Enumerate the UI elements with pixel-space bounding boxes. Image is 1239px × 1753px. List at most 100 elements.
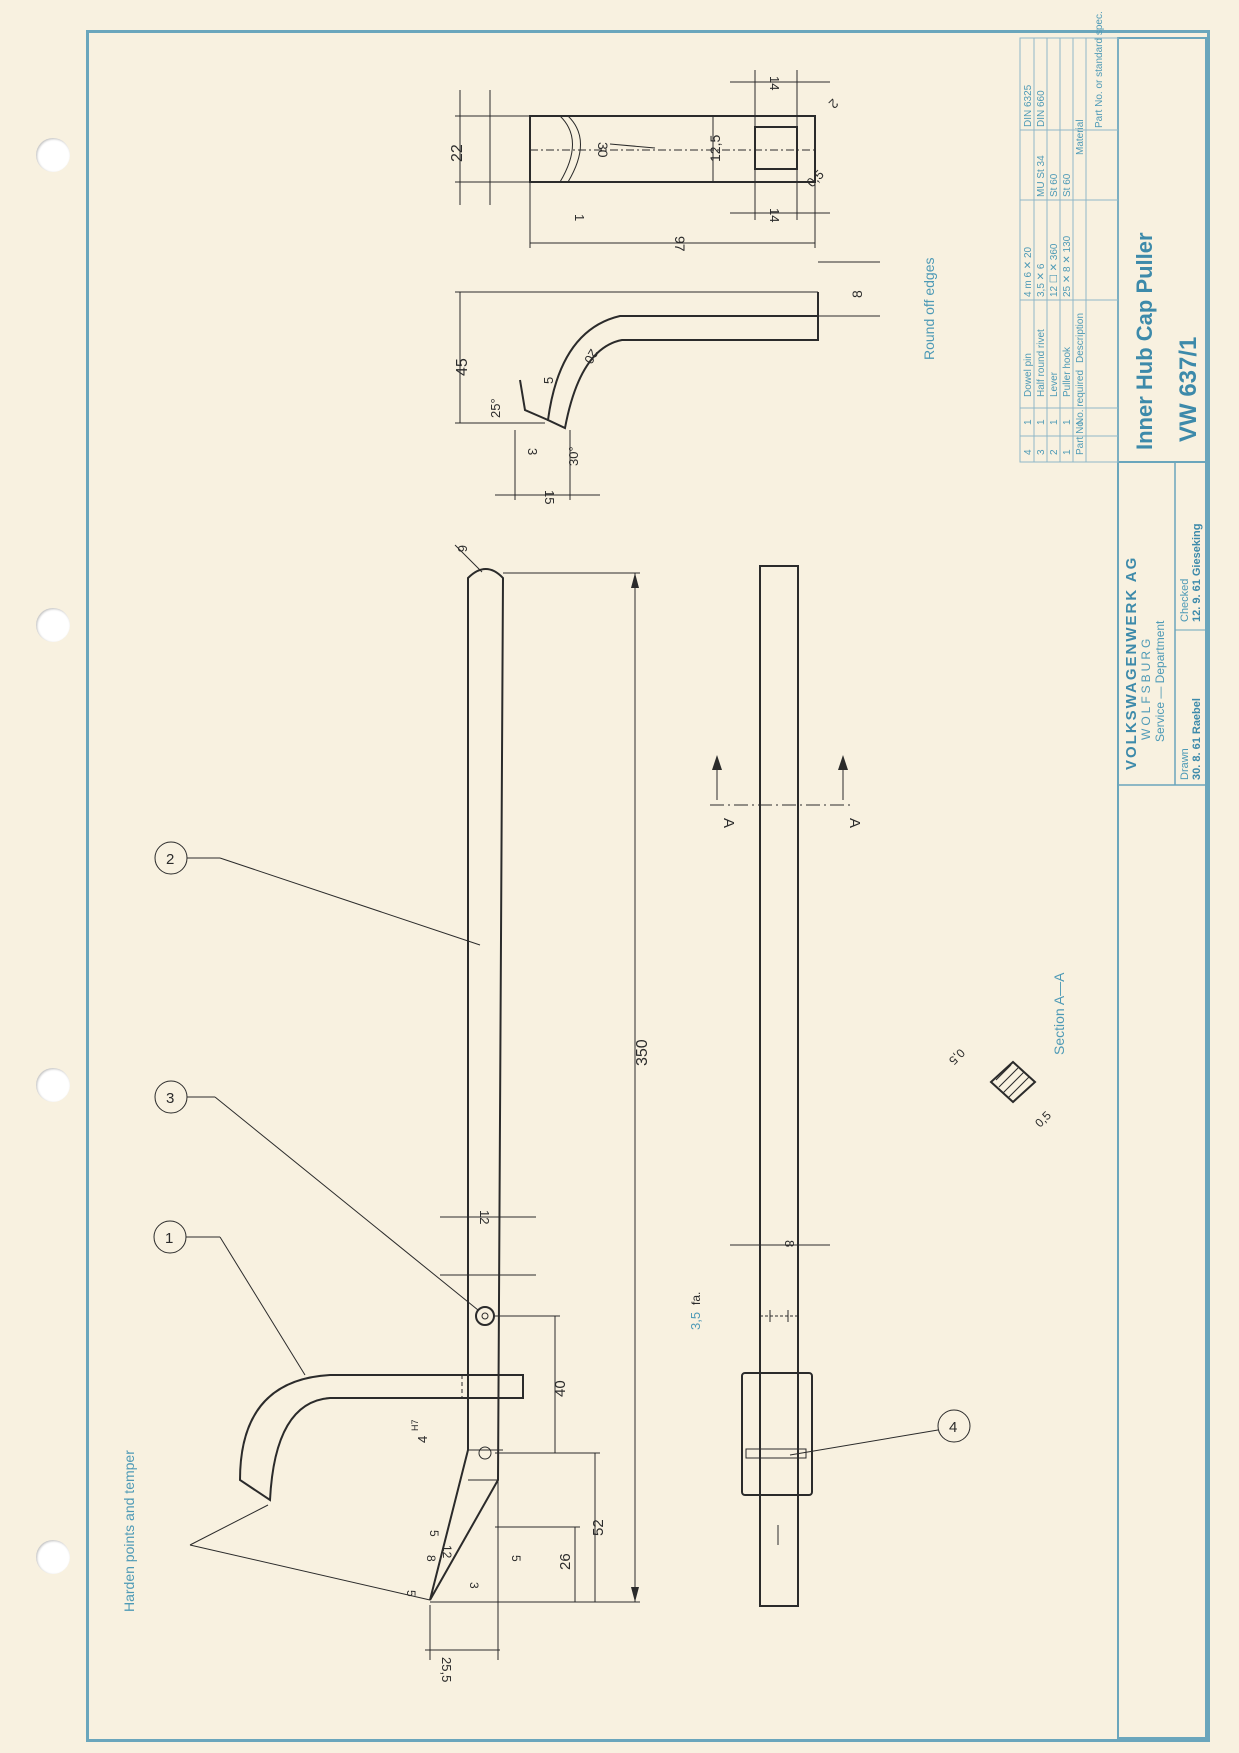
drawing-number: VW 637/1: [1175, 337, 1202, 442]
dim-25-5: 25,5: [439, 1657, 454, 1682]
header-part-no: Part No.: [1075, 418, 1086, 455]
dim-15: 15: [542, 490, 557, 504]
checked-label: Checked: [1179, 579, 1191, 622]
balloon-1: 1: [153, 1220, 306, 1376]
part-no: 1: [1062, 449, 1073, 455]
dim-8-hook: 8: [849, 290, 865, 298]
header-no-required: No. required: [1075, 370, 1086, 425]
part-size: 4 m 6 ✕ 20: [1023, 246, 1034, 297]
part-desc: Dowel pin: [1023, 353, 1034, 397]
part-size: 12 ☐ ✕ 360: [1049, 243, 1060, 297]
part-material: MU St 34: [1036, 155, 1047, 197]
part-no: 3: [1036, 449, 1047, 455]
dim-r0-5-b: 0,5: [1032, 1108, 1054, 1130]
company-name: VOLKSWAGENWERK AG: [1123, 556, 1140, 770]
dim-14-a: 14: [767, 76, 782, 90]
section-detail: [989, 1060, 1037, 1104]
parts-row-3: 3 1 Half round rivet 3,5 ✕ 6 MU St 34 DI…: [1036, 90, 1047, 455]
end-view: [455, 70, 830, 248]
dim-12: 12: [477, 1210, 492, 1224]
dim-5-b: 5: [404, 1590, 418, 1597]
dim-r1: 1: [572, 214, 587, 221]
part-material: St 60: [1062, 173, 1073, 197]
hook-detail: [455, 261, 880, 500]
balloon-4: 4: [789, 1409, 971, 1456]
svg-text:1: 1: [165, 1230, 173, 1247]
drawing-title: Inner Hub Cap Puller: [1132, 232, 1157, 450]
part-qty: 1: [1036, 419, 1047, 425]
section-label: Section A—A: [1051, 972, 1067, 1055]
parts-row-4: 4 1 Dowel pin 4 m 6 ✕ 20 DIN 6325: [1023, 84, 1034, 455]
punch-hole-2: [36, 608, 70, 642]
dim-26: 26: [557, 1553, 574, 1570]
part-qty: 1: [1049, 419, 1060, 425]
harden-note: Harden points and temper: [121, 1450, 137, 1612]
punch-hole-1: [36, 138, 70, 172]
part-size: 25 ✕ 8 ✕ 130: [1062, 235, 1073, 297]
svg-text:3: 3: [166, 1090, 174, 1107]
part-no: 4: [1023, 449, 1034, 455]
balloon-2: 2: [154, 841, 481, 946]
part-standard: DIN 660: [1036, 90, 1047, 127]
parts-row-1: 1 1 Puller hook 25 ✕ 8 ✕ 130 St 60: [1062, 173, 1073, 455]
dim-30deg: 30°: [566, 446, 581, 466]
part-no: 2: [1049, 449, 1060, 455]
parts-row-2: 2 1 Lever 12 ☐ ✕ 360 St 60: [1049, 173, 1060, 455]
dim-350: 350: [634, 1039, 651, 1066]
checked-value: 12. 9. 61 Gieseking: [1191, 524, 1203, 622]
dim-4h7: 4: [415, 1436, 430, 1443]
dim-r30: 30: [595, 142, 611, 158]
header-description: Description: [1075, 313, 1086, 363]
section-marker-a2: A: [846, 818, 863, 828]
dim-12-5: 12,5: [707, 135, 723, 162]
dim-12-tip: 12: [440, 1545, 454, 1559]
part-desc: Lever: [1049, 371, 1060, 397]
punch-hole-4: [36, 1540, 70, 1574]
dim-r2: 2: [826, 96, 842, 112]
svg-text:2: 2: [166, 851, 174, 868]
dim-40: 40: [552, 1380, 569, 1397]
department: Service — Department: [1153, 620, 1167, 742]
dim-3-5-note: fa.: [689, 1292, 703, 1305]
parts-header-2: Part No. or standard spec.: [1094, 11, 1105, 128]
dim-5-hook: 5: [541, 377, 556, 384]
dim-3-hook: 3: [525, 448, 540, 455]
part-desc: Half round rivet: [1036, 329, 1047, 397]
side-view: [710, 565, 850, 1607]
round-edges-note: Round off edges: [921, 258, 937, 361]
dim-3-5: 3,5: [688, 1312, 703, 1330]
dim-5-a: 5: [427, 1530, 441, 1537]
part-qty: 1: [1062, 419, 1073, 425]
dim-5-c: 5: [509, 1555, 523, 1562]
dim-97: 97: [672, 236, 688, 252]
section-marker-a1: A: [720, 818, 737, 828]
part-desc: Puller hook: [1062, 346, 1073, 397]
header-standard: Part No. or standard spec.: [1094, 11, 1105, 128]
dim-3-tip: 3: [467, 1582, 481, 1589]
part-size: 3,5 ✕ 6: [1036, 263, 1047, 297]
dim-r0-5-a: 0,5: [946, 1046, 968, 1068]
dim-4h7-sup: H7: [410, 1419, 420, 1431]
dim-25deg: 25°: [488, 398, 503, 418]
dim-45: 45: [454, 358, 471, 376]
punch-hole-3: [36, 1068, 70, 1102]
part-material: St 60: [1049, 173, 1060, 197]
header-material: Material: [1075, 119, 1086, 155]
part-qty: 1: [1023, 419, 1034, 425]
dimension-overall: [425, 572, 640, 1660]
dim-22: 22: [449, 144, 466, 162]
title-block: 4 1 Dowel pin 4 m 6 ✕ 20 DIN 6325 3 1 Ha…: [1019, 11, 1207, 1739]
dim-8-tip: 8: [424, 1555, 438, 1562]
dim-52: 52: [590, 1519, 607, 1536]
dim-r20: 20: [581, 347, 601, 367]
dim-r0-5-c: 0,5: [804, 167, 827, 190]
svg-text:4: 4: [949, 1419, 957, 1436]
dim-r6: 6: [455, 545, 470, 552]
sheet-border: [86, 30, 1210, 1742]
dim-8-side: 8: [782, 1240, 797, 1247]
balloon-3: 3: [154, 1080, 479, 1311]
drawn-value: 30. 8. 61 Raebel: [1191, 698, 1203, 780]
company-city: WOLFSBURG: [1139, 636, 1153, 740]
drawn-label: Drawn: [1179, 748, 1191, 780]
